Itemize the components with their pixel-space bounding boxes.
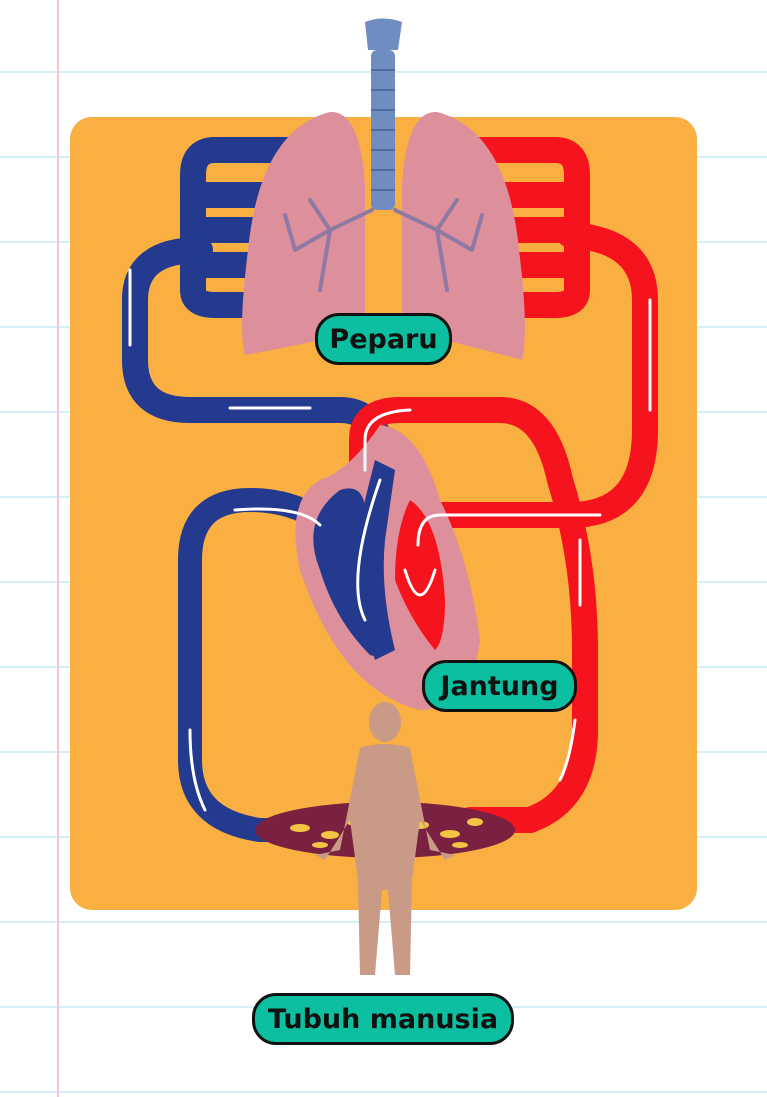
label-lungs: Peparu [315, 313, 452, 365]
systemic-vein [178, 487, 342, 842]
trachea [365, 18, 402, 210]
lungs [242, 111, 525, 360]
label-body: Tubuh manusia [252, 993, 514, 1045]
human-body-figure [315, 702, 455, 975]
label-heart: Jantung [422, 660, 577, 712]
flow-arrows [128, 268, 652, 812]
